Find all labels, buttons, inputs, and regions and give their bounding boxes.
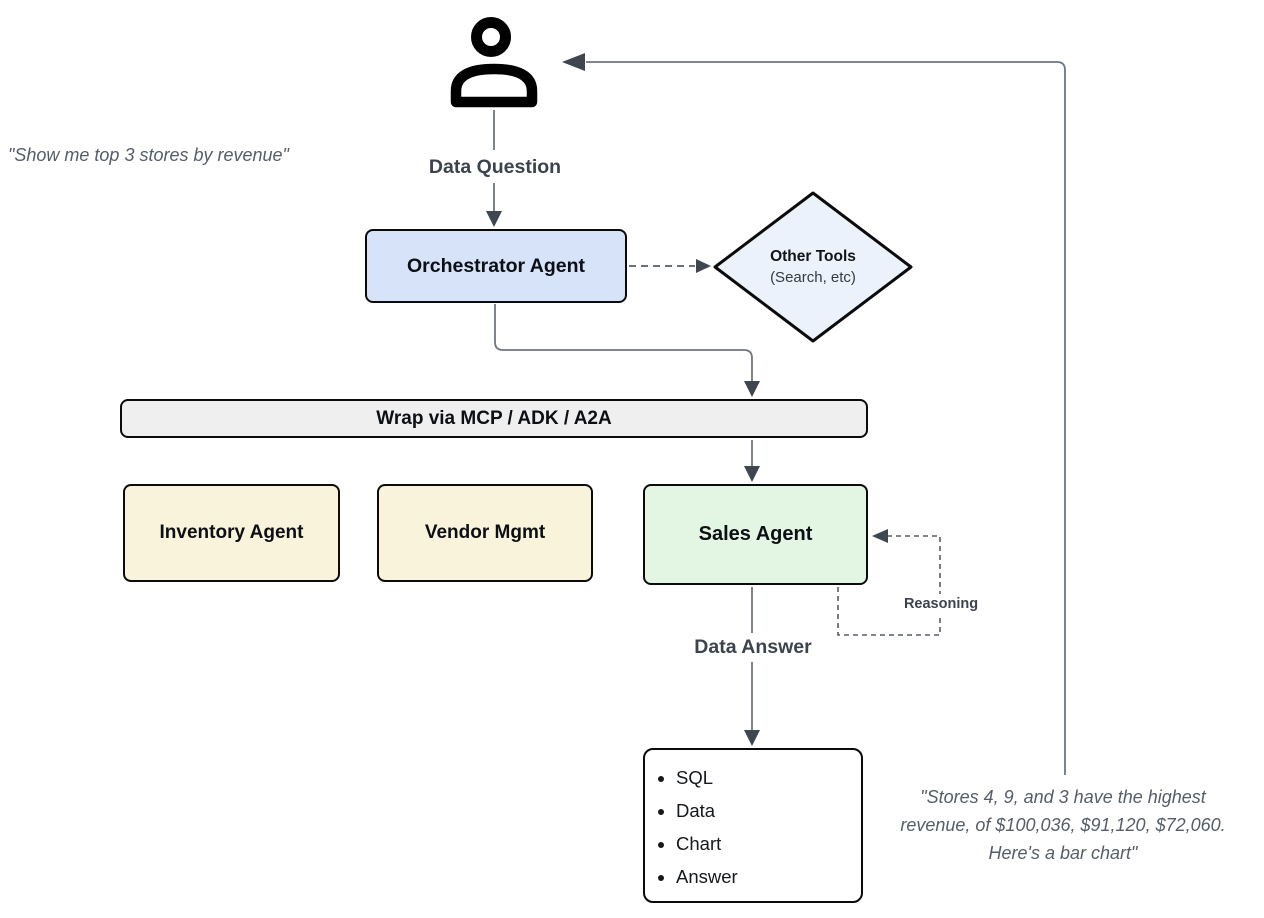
sales-agent-label: Sales Agent (698, 523, 813, 545)
diamond-shape (713, 191, 913, 343)
vendor-mgmt-node: Vendor Mgmt (377, 484, 593, 582)
sales-agent-node: Sales Agent (643, 484, 868, 585)
output-list-item: Chart (676, 831, 738, 856)
vendor-mgmt-label: Vendor Mgmt (424, 522, 546, 543)
orchestrator-agent-node: Orchestrator Agent (365, 229, 627, 303)
diamond-shape-svg (713, 191, 913, 343)
data-answer-label: Data Answer (694, 636, 812, 658)
other-tools-text: Other Tools (Search, etc) (711, 189, 915, 345)
wrap-mcp-bar-label: Wrap via MCP / ADK / A2A (376, 407, 612, 429)
user-question-quote: "Show me top 3 stores by revenue" (8, 145, 289, 165)
orchestrator-arrowhead (486, 211, 502, 227)
feedback-arrowhead (562, 53, 585, 71)
reasoning-label: Reasoning (884, 594, 998, 614)
other-tools-node: Other Tools (Search, etc) (711, 189, 915, 345)
output-list-item: Answer (676, 864, 738, 889)
feedback-connector (586, 61, 1066, 775)
wrap-mcp-bar-node: Wrap via MCP / ADK / A2A (120, 399, 868, 438)
orchestrator-to-bar-elbow (494, 304, 753, 382)
inventory-agent-node: Inventory Agent (123, 484, 340, 582)
output-arrowhead (744, 730, 760, 746)
output-list-item: Data (676, 798, 738, 823)
agent-answer-quote: "Stores 4, 9, and 3 have the highest rev… (900, 787, 1226, 863)
reasoning-loop (837, 535, 941, 636)
data-question-label: Data Question (428, 156, 562, 178)
sales-arrowhead (744, 466, 760, 482)
orchestrator-agent-label: Orchestrator Agent (406, 254, 586, 277)
output-box-node: SQL DataChartAnswer (643, 748, 863, 903)
other-tools-subtitle: (Search, etc) (770, 269, 856, 286)
bar-arrowhead (744, 381, 760, 397)
reasoning-arrowhead (872, 529, 888, 543)
output-list: SQL DataChartAnswer (645, 765, 738, 897)
output-list-item: SQL (676, 765, 738, 790)
inventory-agent-label: Inventory Agent (159, 522, 304, 543)
user-icon (450, 17, 538, 108)
tools-arrowhead (696, 259, 711, 273)
other-tools-title: Other Tools (770, 248, 856, 265)
